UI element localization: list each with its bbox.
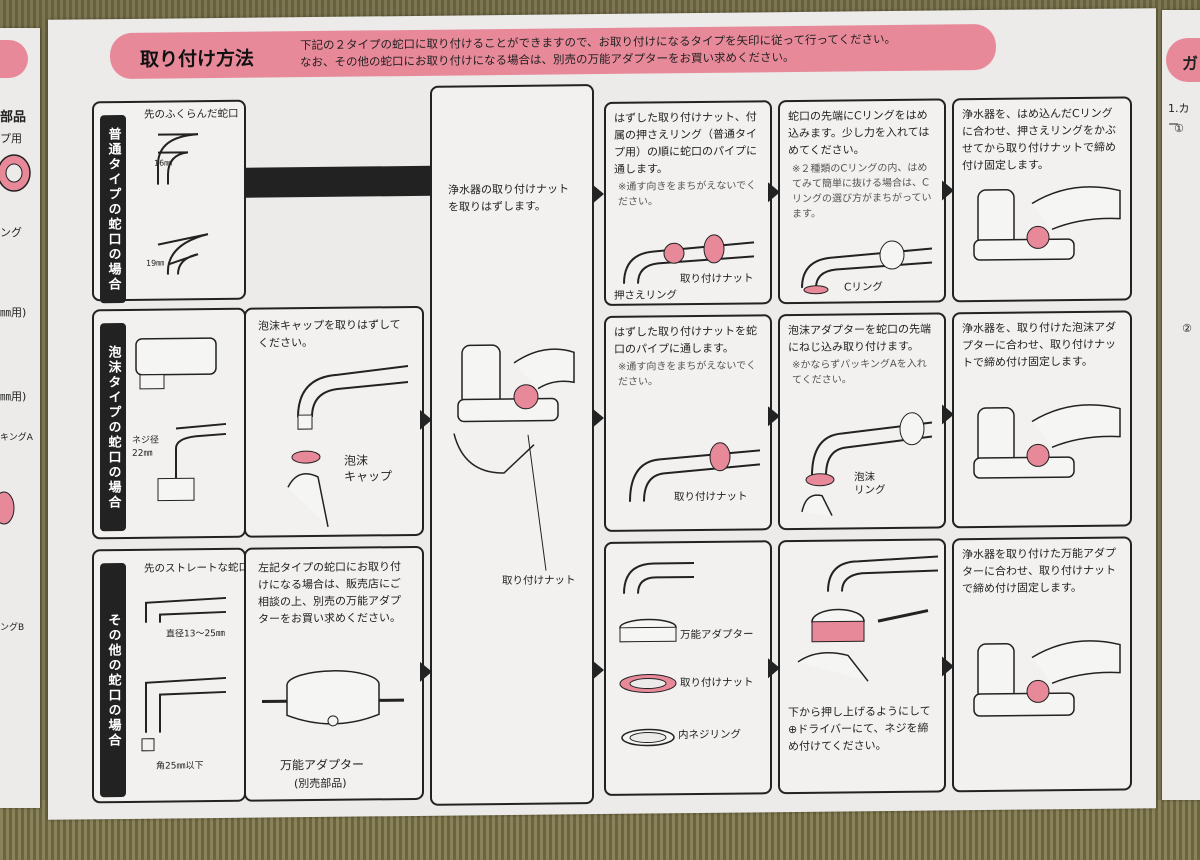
other-step2-label3: 内ネジリング [678,728,741,742]
row-label-other: その他の蛇口の場合 [100,562,126,798]
normal-step2-label1: 取り付けナット [680,272,754,286]
remove-nut-text: 浄水器の取り付けナットを取りはずします。 [448,182,569,214]
normal-step2-text: はずした取り付けナット、付属の押さえリング（普通タイプ用）の順に蛇口のパイプに通… [614,110,757,176]
step-arrow [592,407,604,429]
normal-step3-label: Cリング [844,281,883,294]
foam-step4-illustration [973,404,1121,479]
normal-step4-text: 浄水器を、はめ込んだCリングに合わせ、押さえリングをかぶせてから取り付けナットで… [962,106,1116,173]
universal-adapter-illustration [262,670,404,727]
right-panel: ガ 1.カー ① ② [1162,10,1200,800]
left-item: キングA [0,433,33,443]
other-faucet-title: 先のストレートな蛇口 [144,561,249,575]
normal-step2-illustration [623,234,755,284]
other-dim2: 角25㎜以下 [156,761,204,772]
normal-faucet-icon [157,133,209,275]
left-panel: 部品 プ用 ング ㎜用) ㎜用) キングA ングB [0,28,40,808]
other-step3-text: 下から押し上げるようにして⊕ドライバーにて、ネジを締め付けてください。 [788,704,931,754]
left-item: プ用 [0,132,22,145]
other-step1-text: 左記タイプの蛇口にお取り付けになる場合は、販売店にご相談の上、別売の万能アダプタ… [258,560,401,626]
foam-step2-note: ※通す向きをまちがえないでください。 [618,360,757,388]
normal-row-arrow [246,165,442,198]
normal-step2-label2: 押さえリング [614,289,677,302]
universal-adapter-sub: (別売部品) [294,776,347,791]
universal-adapter-label: 万能アダプター [280,757,365,773]
row-label-normal: 普通タイプの蛇口の場合 [100,114,126,304]
right-header-bar [1166,38,1200,82]
left-ring-icon [0,154,31,192]
left-ring-icon [0,491,15,525]
normal-step3-text: 蛇口の先端にCリングをはめ込みます。少し力を入れてはめてください。 [788,108,930,158]
foam-faucet-icon [135,337,227,502]
step-arrow [420,661,432,682]
other-faucet-icon [141,596,227,752]
foam-step3-note: ※かならずパッキングAを入れてください。 [792,358,927,387]
page-title: 取り付け方法 [140,47,255,71]
left-item: ㎜用) [0,306,27,319]
row-label-foam: 泡沫タイプの蛇口の場合 [100,322,126,532]
foam-step1-text: 泡沫キャップを取りはずしてください。 [258,318,401,350]
other-step2-label2: 取り付けナット [680,676,754,690]
normal-faucet-title: 先のふくらんだ蛇口 [144,107,239,121]
purifier-illustration [453,344,575,474]
other-step2-illustration [619,562,694,747]
right-panel-title: ガ [1182,54,1199,73]
left-item: ㎜用) [0,390,27,403]
normal-step3-note: ※２種類のCリングの内、はめてみて簡単に抜ける場合は、Cリングの選び方がまちがっ… [792,162,932,221]
step-arrow [592,659,604,681]
other-step4-illustration [973,640,1121,717]
foam-dim: ネジ径 22㎜ [132,435,160,459]
right-item: ② [1182,322,1192,335]
foam-step2-label: 取り付けナット [674,490,748,504]
main-panel: 取り付け方法 下記の２タイプの蛇口に取り付けることができますので、お取り付けにな… [48,8,1156,820]
normal-dim1: 16㎜ [154,158,173,168]
foam-step3-text: 泡沫アダプターを蛇口の先端にねじ込み取り付けます。 [788,322,931,355]
foam-cap-label: 泡沫 キャップ [344,453,393,484]
right-item: ① [1174,122,1184,135]
foam-step2-text: はずした取り付けナットを蛇口のパイプに通します。 [614,324,757,356]
step-arrow [592,183,604,205]
instruction-sheet: 部品 プ用 ング ㎜用) ㎜用) キングA ングB 取り付け方法 下記の２タイプ… [0,8,1200,820]
foam-step4-text: 浄水器を、取り付けた泡沫アダプターに合わせ、取り付けナットで締め付け固定します。 [962,320,1116,370]
normal-dim2: 19㎜ [146,258,165,268]
foam-step3-label: 泡沫 リング [854,471,886,497]
left-panel-title: 部品 [0,110,27,125]
nut-leader-line [527,434,547,571]
normal-step2-note: ※通す向きをまちがえないでください。 [618,180,757,208]
left-item: ングB [0,623,25,633]
right-item: 1.カー [1168,102,1190,131]
left-item: ング [0,226,22,239]
foam-cap-illustration [287,365,409,528]
other-step2-label1: 万能アダプター [680,628,754,642]
normal-step3-illustration [801,240,933,295]
foam-step2-illustration [629,442,761,502]
other-dim1: 直径13～25㎜ [166,628,225,640]
step-arrow [420,409,432,430]
normal-step4-illustration [973,186,1121,261]
left-header-bar [0,40,28,78]
other-step4-text: 浄水器を取り付けた万能アダプターに合わせ、取り付けナットで締め付け固定します。 [962,546,1116,596]
nut-label: 取り付けナット [502,574,576,588]
foam-step3-illustration [801,412,933,516]
other-step3-illustration [797,555,939,682]
